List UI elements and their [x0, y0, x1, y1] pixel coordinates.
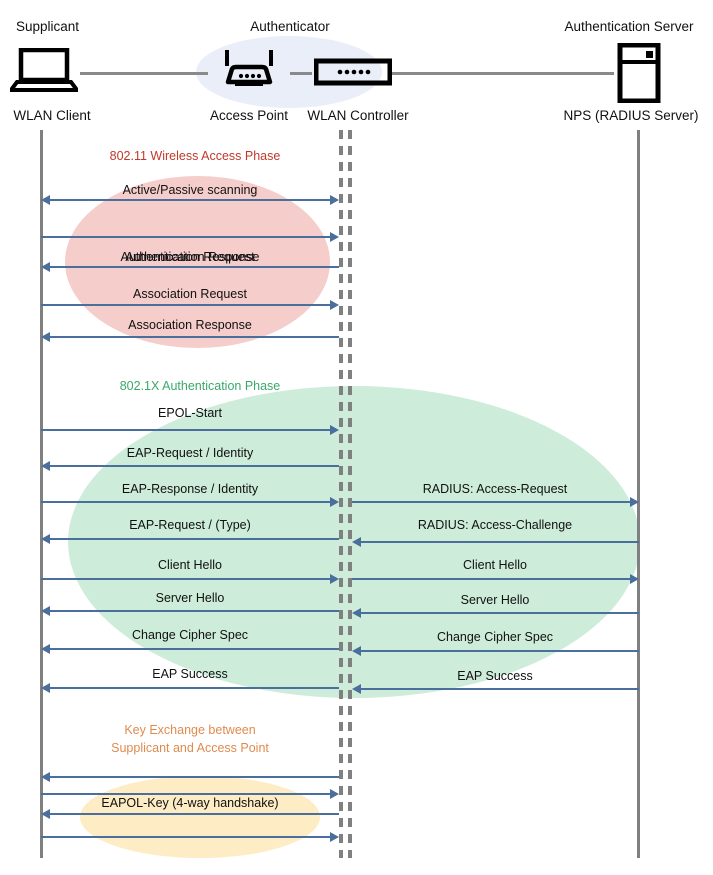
- message-label-client-hello-left: Client Hello: [158, 558, 222, 572]
- column-role-supplicant: Supplicant: [15, 19, 80, 34]
- message-label-eap-response-identity: EAP-Response / Identity: [121, 482, 259, 496]
- message-label-radius-access-challenge: RADIUS: Access-Challenge: [417, 518, 573, 532]
- phase-label-key-exchange-line1: Key Exchange between: [124, 723, 256, 737]
- phase-label-wireless-access: 802.11 Wireless Access Phase: [109, 149, 281, 163]
- link-ap-to-controller: [290, 72, 312, 75]
- message-label-server-hello-right: Server Hello: [460, 593, 530, 607]
- message-label-client-hello-right: Client Hello: [463, 558, 527, 572]
- lifeline-wlan-controller: [348, 130, 352, 858]
- lifeline-access-point: [339, 130, 343, 858]
- column-device-wlan-client: WLAN Client: [13, 108, 91, 123]
- link-controller-to-server: [392, 72, 614, 75]
- column-device-wlan-controller: WLAN Controller: [307, 108, 409, 123]
- message-label-association-request: Association Request: [133, 287, 247, 301]
- server-icon: [616, 42, 662, 108]
- message-label-epol-start: EPOL-Start: [158, 406, 222, 420]
- message-label-eap-success-left: EAP Success: [152, 667, 228, 681]
- laptop-icon: [7, 47, 81, 97]
- message-label-eap-success-right: EAP Success: [457, 669, 533, 683]
- phase-label-dot1x-auth: 802.1X Authentication Phase: [119, 379, 281, 393]
- message-label-eapol-key-handshake: EAPOL-Key (4-way handshake): [101, 796, 279, 810]
- message-label-server-hello-left: Server Hello: [155, 591, 225, 605]
- wlan-controller-icon: [313, 58, 393, 91]
- lifeline-supplicant: [40, 130, 43, 858]
- access-point-icon: [214, 48, 284, 97]
- lifeline-authentication-server: [637, 130, 640, 858]
- message-label-radius-access-request: RADIUS: Access-Request: [422, 482, 568, 496]
- column-role-authenticator: Authenticator: [250, 19, 330, 34]
- message-label-authentication-request: Authentication Request: [125, 250, 255, 264]
- message-label-association-response: Association Response: [128, 318, 252, 332]
- message-label-active-passive-scanning: Active/Passive scanning: [122, 183, 258, 197]
- link-client-to-ap: [80, 72, 208, 75]
- message-label-change-cipher-spec-left: Change Cipher Spec: [131, 628, 249, 642]
- column-device-access-point: Access Point: [209, 108, 289, 123]
- message-label-change-cipher-spec-right: Change Cipher Spec: [436, 630, 554, 644]
- phase-label-key-exchange-line2: Supplicant and Access Point: [111, 741, 269, 755]
- phase-ellipse-wireless-access: [65, 176, 330, 348]
- message-label-eap-request-identity: EAP-Request / Identity: [126, 446, 254, 460]
- message-label-authentication-response: Authentication Response: [120, 250, 260, 264]
- message-label-eap-request-type: EAP-Request / (Type): [129, 518, 251, 532]
- column-role-authentication-server: Authentication Server: [564, 19, 694, 34]
- phase-ellipse-key-exchange: [80, 776, 320, 858]
- authenticator-highlight-blob: [196, 36, 382, 108]
- column-device-nps-radius-server: NPS (RADIUS Server): [563, 108, 699, 123]
